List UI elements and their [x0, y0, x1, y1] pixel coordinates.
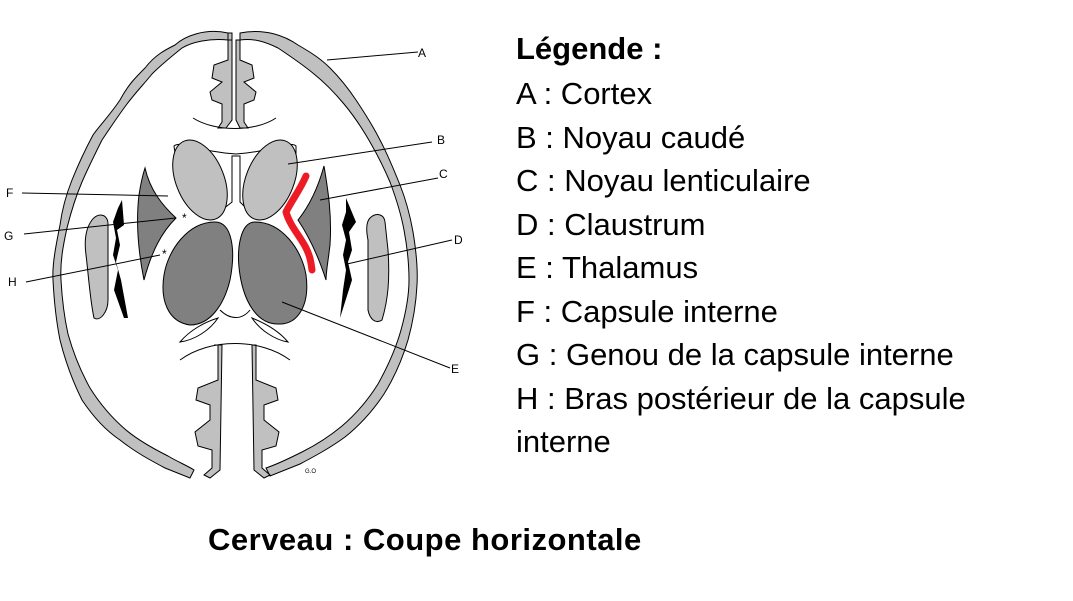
legend-item-b: B : Noyau caudé [516, 119, 746, 155]
label-a: A [418, 46, 426, 60]
label-e: E [451, 362, 459, 376]
cortex-right-hemisphere [239, 31, 418, 477]
label-c: C [439, 167, 448, 181]
fornix-crura [178, 309, 290, 343]
leader-lines [21, 51, 453, 369]
svg-text:*: * [182, 211, 187, 225]
legend-item-a: A : Cortex [516, 76, 653, 111]
label-d: D [454, 233, 463, 247]
occipital-midline-gyri [194, 344, 280, 479]
legend-item-h: H : Bras postérieur de la capsule [516, 380, 966, 416]
figure-caption: Cerveau : Coupe horizontale [208, 522, 642, 557]
legend: Légende : A : Cortex B : Noyau caudé C :… [516, 28, 1066, 464]
callosum-arcs [179, 117, 291, 361]
brain-horizontal-section-diagram: * * A B C D E F G H G.O [4, 31, 463, 479]
author-signature: G.O [305, 469, 316, 475]
legend-item-h-continued: interne [516, 424, 611, 459]
insular-folds [84, 214, 390, 323]
legend-title: Légende : [516, 31, 663, 66]
svg-text:*: * [162, 247, 167, 261]
label-f: F [6, 186, 13, 200]
legend-item-g: G : Genou de la capsule interne [516, 337, 954, 372]
label-h: H [8, 275, 17, 289]
legend-item-d: D : Claustrum [516, 206, 706, 242]
claustrum [113, 198, 356, 318]
highlight-stroke [282, 172, 316, 274]
legend-item-e: E : Thalamus [516, 250, 699, 285]
label-g: G [4, 229, 13, 243]
asterisk-markers: * * [162, 211, 187, 261]
frontal-midline-gyri [209, 39, 257, 129]
legend-item-f: F : Capsule interne [516, 293, 778, 329]
caudate-nucleus [172, 139, 298, 221]
legend-item-c: C : Noyau lenticulaire [516, 163, 811, 198]
label-b: B [437, 133, 445, 147]
thalamus [162, 221, 308, 326]
